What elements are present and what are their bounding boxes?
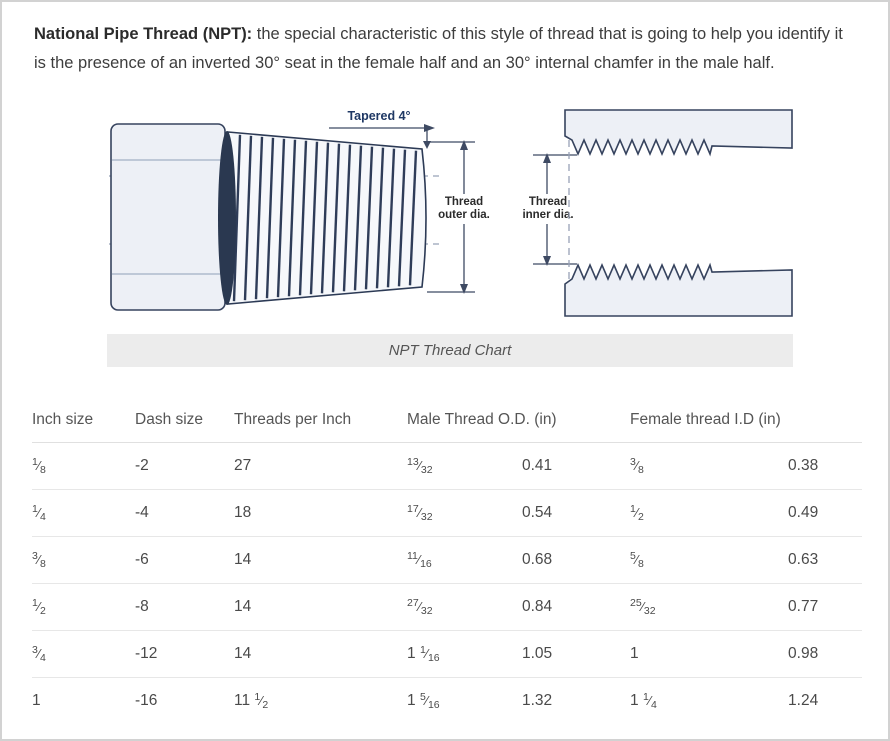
inch-size-cell: 1⁄8	[32, 442, 135, 490]
thread-outer-dia-label-line2: outer dia.	[438, 209, 490, 221]
threads-per-inch-cell: 14	[234, 630, 407, 678]
male-od-decimal-cell: 1.05	[522, 630, 631, 678]
npt-thread-diagram: Tapered 4° Thread outer dia.	[107, 102, 793, 334]
threads-per-inch-cell: 14	[234, 536, 407, 584]
female-id-decimal-cell: 0.49	[788, 489, 863, 537]
inch-size-cell: 1	[32, 692, 41, 709]
header-inch-size: Inch size	[32, 403, 135, 443]
dash-size-cell: -6	[135, 536, 234, 584]
male-hex-body	[110, 123, 226, 311]
female-id-decimal-cell: 0.98	[788, 630, 863, 678]
thread-inner-dia-label-line1: Thread	[529, 196, 567, 208]
threads-per-inch-cell: 18	[234, 489, 407, 537]
thread-inner-dia-dimension: Thread inner dia.	[517, 153, 579, 266]
female-id-decimal-cell: 0.63	[788, 536, 863, 584]
female-fitting-section	[564, 109, 793, 317]
header-dash-size: Dash size	[135, 403, 234, 443]
intro-paragraph: National Pipe Thread (NPT): the special …	[34, 20, 852, 78]
female-id-fraction-cell: 25⁄32	[630, 583, 789, 631]
female-id-decimal-cell: 1.24	[788, 692, 819, 709]
threads-per-inch-cell: 14	[234, 583, 407, 631]
thread-outer-dia-label-line1: Thread	[445, 196, 483, 208]
dash-size-cell: -2	[135, 442, 234, 490]
npt-size-table: Inch size Dash size Threads per Inch Mal…	[32, 403, 863, 725]
npt-table-header: Inch size Dash size Threads per Inch Mal…	[32, 403, 863, 443]
male-od-decimal-cell: 1.32	[522, 692, 553, 709]
female-id-fraction-cell: 1⁄2	[630, 489, 789, 537]
header-male-thread-od: Male Thread O.D. (in)	[407, 403, 631, 443]
inch-size-cell: 3⁄8	[32, 536, 135, 584]
figure-caption: NPT Thread Chart	[107, 334, 793, 367]
dash-size-cell: -12	[135, 630, 234, 678]
female-id-fraction-cell: 1	[630, 630, 789, 678]
male-od-decimal-cell: 0.84	[522, 583, 631, 631]
table-header-row: Inch size Dash size Threads per Inch Mal…	[32, 403, 863, 443]
intro-lead-text: National Pipe Thread (NPT):	[34, 25, 253, 43]
intro-body-text: the special characteristic of this style…	[34, 25, 843, 72]
male-thread-cone	[227, 131, 427, 305]
female-top-wall	[564, 109, 793, 157]
dash-size-cell: -4	[135, 489, 234, 537]
inch-size-cell: 1⁄4	[32, 489, 135, 537]
dash-size-cell: -16	[135, 692, 158, 709]
male-thread-collar	[218, 131, 236, 305]
inch-size-cell: 1⁄2	[32, 583, 135, 631]
male-od-fraction-cell: 13⁄32	[407, 442, 522, 490]
male-od-fraction-cell: 17⁄32	[407, 489, 522, 537]
table-row: 1 -16 11 1⁄2 1 5⁄16 1.32 1 1⁄4 1.24	[32, 678, 862, 725]
male-od-decimal-cell: 0.41	[522, 442, 631, 490]
npt-thread-figure: Tapered 4° Thread outer dia.	[107, 102, 793, 367]
thread-inner-dia-label-line2: inner dia.	[522, 209, 573, 221]
female-id-decimal-cell: 0.38	[788, 442, 863, 490]
female-id-fraction-cell: 5⁄8	[630, 536, 789, 584]
threads-per-inch-cell: 11 1⁄2	[234, 691, 269, 711]
female-id-fraction-cell: 3⁄8	[630, 442, 789, 490]
threads-per-inch-cell: 27	[234, 442, 407, 490]
male-od-decimal-cell: 0.54	[522, 489, 631, 537]
female-id-fraction-cell: 1 1⁄4	[630, 691, 657, 711]
tapered-dimension: Tapered 4°	[329, 109, 435, 149]
male-od-fraction-cell: 27⁄32	[407, 583, 522, 631]
dash-size-cell: -8	[135, 583, 234, 631]
female-bottom-wall	[564, 262, 793, 317]
inch-size-cell: 3⁄4	[32, 630, 135, 678]
male-thread-lines	[232, 134, 418, 302]
male-od-decimal-cell: 0.68	[522, 536, 631, 584]
male-od-fraction-cell: 11⁄16	[407, 536, 522, 584]
male-od-fraction-cell: 1 1⁄16	[407, 630, 522, 678]
header-threads-per-inch: Threads per Inch	[234, 403, 407, 443]
header-female-thread-id: Female thread I.D (in)	[630, 403, 863, 443]
thread-outer-dia-dimension: Thread outer dia.	[427, 140, 495, 294]
tapered-label: Tapered 4°	[347, 109, 410, 123]
male-od-fraction-cell: 1 5⁄16	[407, 691, 440, 711]
female-id-decimal-cell: 0.77	[788, 583, 863, 631]
